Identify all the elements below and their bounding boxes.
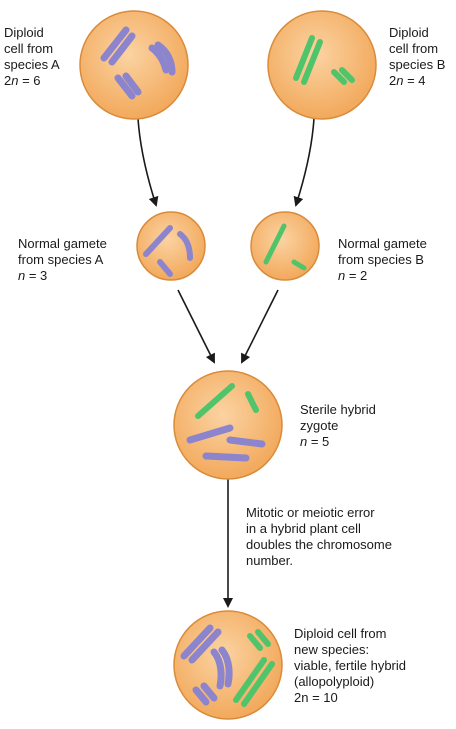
arrow-a-to-gamete (137, 117, 159, 207)
chromosome-b (291, 259, 307, 271)
label-line: viable, fertile hybrid (294, 658, 406, 673)
arrows (137, 117, 315, 608)
cell-species-b (267, 10, 377, 120)
chromosome-a (226, 436, 266, 448)
chromosome-a (192, 686, 210, 706)
chromosome-a (122, 72, 142, 96)
chromosome-a (143, 225, 173, 257)
cell-new-species (173, 610, 283, 720)
chromosome-b (339, 67, 355, 83)
label-line: species A (4, 57, 60, 72)
chromosome-a (154, 41, 176, 76)
chromosome-a (218, 646, 233, 688)
label-gamete-a: Normal gamete from species A n = 3 (18, 236, 107, 284)
chromosome-a (100, 26, 130, 62)
label-line: new species: (294, 642, 370, 657)
chromosome-a (186, 424, 234, 444)
cell-hybrid-zygote (173, 370, 283, 480)
label-gamete-b: Normal gamete from species B n = 2 (338, 236, 427, 284)
label-line: (allopolyploid) (294, 674, 375, 689)
ploidy-line: 2n = 4 (389, 73, 445, 89)
ploidy-var: n (396, 73, 404, 88)
label-line: zygote (300, 418, 339, 433)
chromosome-a (200, 682, 218, 702)
chromosome-a (177, 231, 193, 261)
label-species-b: Diploid cell from species B 2n = 4 (389, 25, 445, 89)
chromosome-a (210, 648, 225, 690)
chromosome-b (245, 391, 259, 413)
arrow-b-to-gamete (293, 117, 315, 207)
ploidy-prefix: 2 (389, 73, 397, 88)
label-line: cell from (4, 41, 54, 56)
label-line: Normal gamete (338, 236, 427, 251)
chromosome-b (247, 633, 263, 651)
chromosome-b (293, 35, 315, 81)
chromosome-a (114, 74, 136, 100)
chromosome-a (180, 624, 214, 660)
chromosome-b (241, 661, 275, 707)
chromosome-b (255, 629, 271, 647)
label-line: Diploid cell from (294, 626, 387, 641)
ploidy-line: 2n = 10 (294, 690, 338, 705)
chromosome-a (202, 452, 250, 462)
ploidy-value: = 6 (18, 73, 41, 88)
cell-gamete-b (250, 211, 320, 281)
label-line: Mitotic or meiotic error (246, 505, 375, 520)
ploidy-line: 2n = 6 (4, 73, 60, 89)
chromosome-b (331, 69, 347, 85)
ploidy-value: = 5 (307, 434, 330, 449)
label-hybrid-zygote: Sterile hybrid zygote n = 5 (300, 402, 376, 450)
label-line: number. (246, 553, 293, 568)
label-line: cell from (389, 41, 439, 56)
ploidy-value: = 3 (25, 268, 48, 283)
arrow-gamete-b-to-zygote (241, 289, 279, 364)
label-line: Sterile hybrid (300, 402, 376, 417)
ploidy-value: = 4 (403, 73, 426, 88)
chromosome-b (301, 39, 323, 85)
label-line: in a hybrid plant cell (246, 521, 361, 536)
ploidy-var: n (338, 268, 346, 283)
label-line: from species B (338, 252, 424, 267)
label-new-species: Diploid cell from new species: viable, f… (294, 626, 406, 706)
ploidy-var: n (11, 73, 19, 88)
ploidy-var: n (18, 268, 26, 283)
arrow-gamete-a-to-zygote (177, 289, 215, 364)
ploidy-value: = 2 (345, 268, 368, 283)
chromosome-b (233, 657, 267, 703)
label-line: Diploid (4, 25, 44, 40)
chromosome-a (108, 32, 136, 66)
label-line: from species A (18, 252, 104, 267)
ploidy-var: n (300, 434, 308, 449)
label-line: Diploid (389, 25, 429, 40)
chromosome-a (188, 628, 222, 664)
ploidy-line: n = 3 (18, 268, 107, 284)
chromosome-a (148, 44, 170, 74)
label-species-a: Diploid cell from species A 2n = 6 (4, 25, 60, 89)
cell-species-a (79, 10, 189, 120)
ploidy-line: n = 5 (300, 434, 376, 450)
label-line: doubles the chromosome (246, 537, 392, 552)
cell-gamete-a (136, 211, 206, 281)
chromosome-a (157, 259, 173, 277)
ploidy-line: n = 2 (338, 268, 427, 284)
ploidy-prefix: 2 (4, 73, 12, 88)
label-error: Mitotic or meiotic error in a hybrid pla… (246, 505, 392, 569)
chromosome-b (195, 383, 235, 419)
label-line: Normal gamete (18, 236, 107, 251)
chromosome-b (263, 223, 287, 265)
label-line: species B (389, 57, 446, 72)
